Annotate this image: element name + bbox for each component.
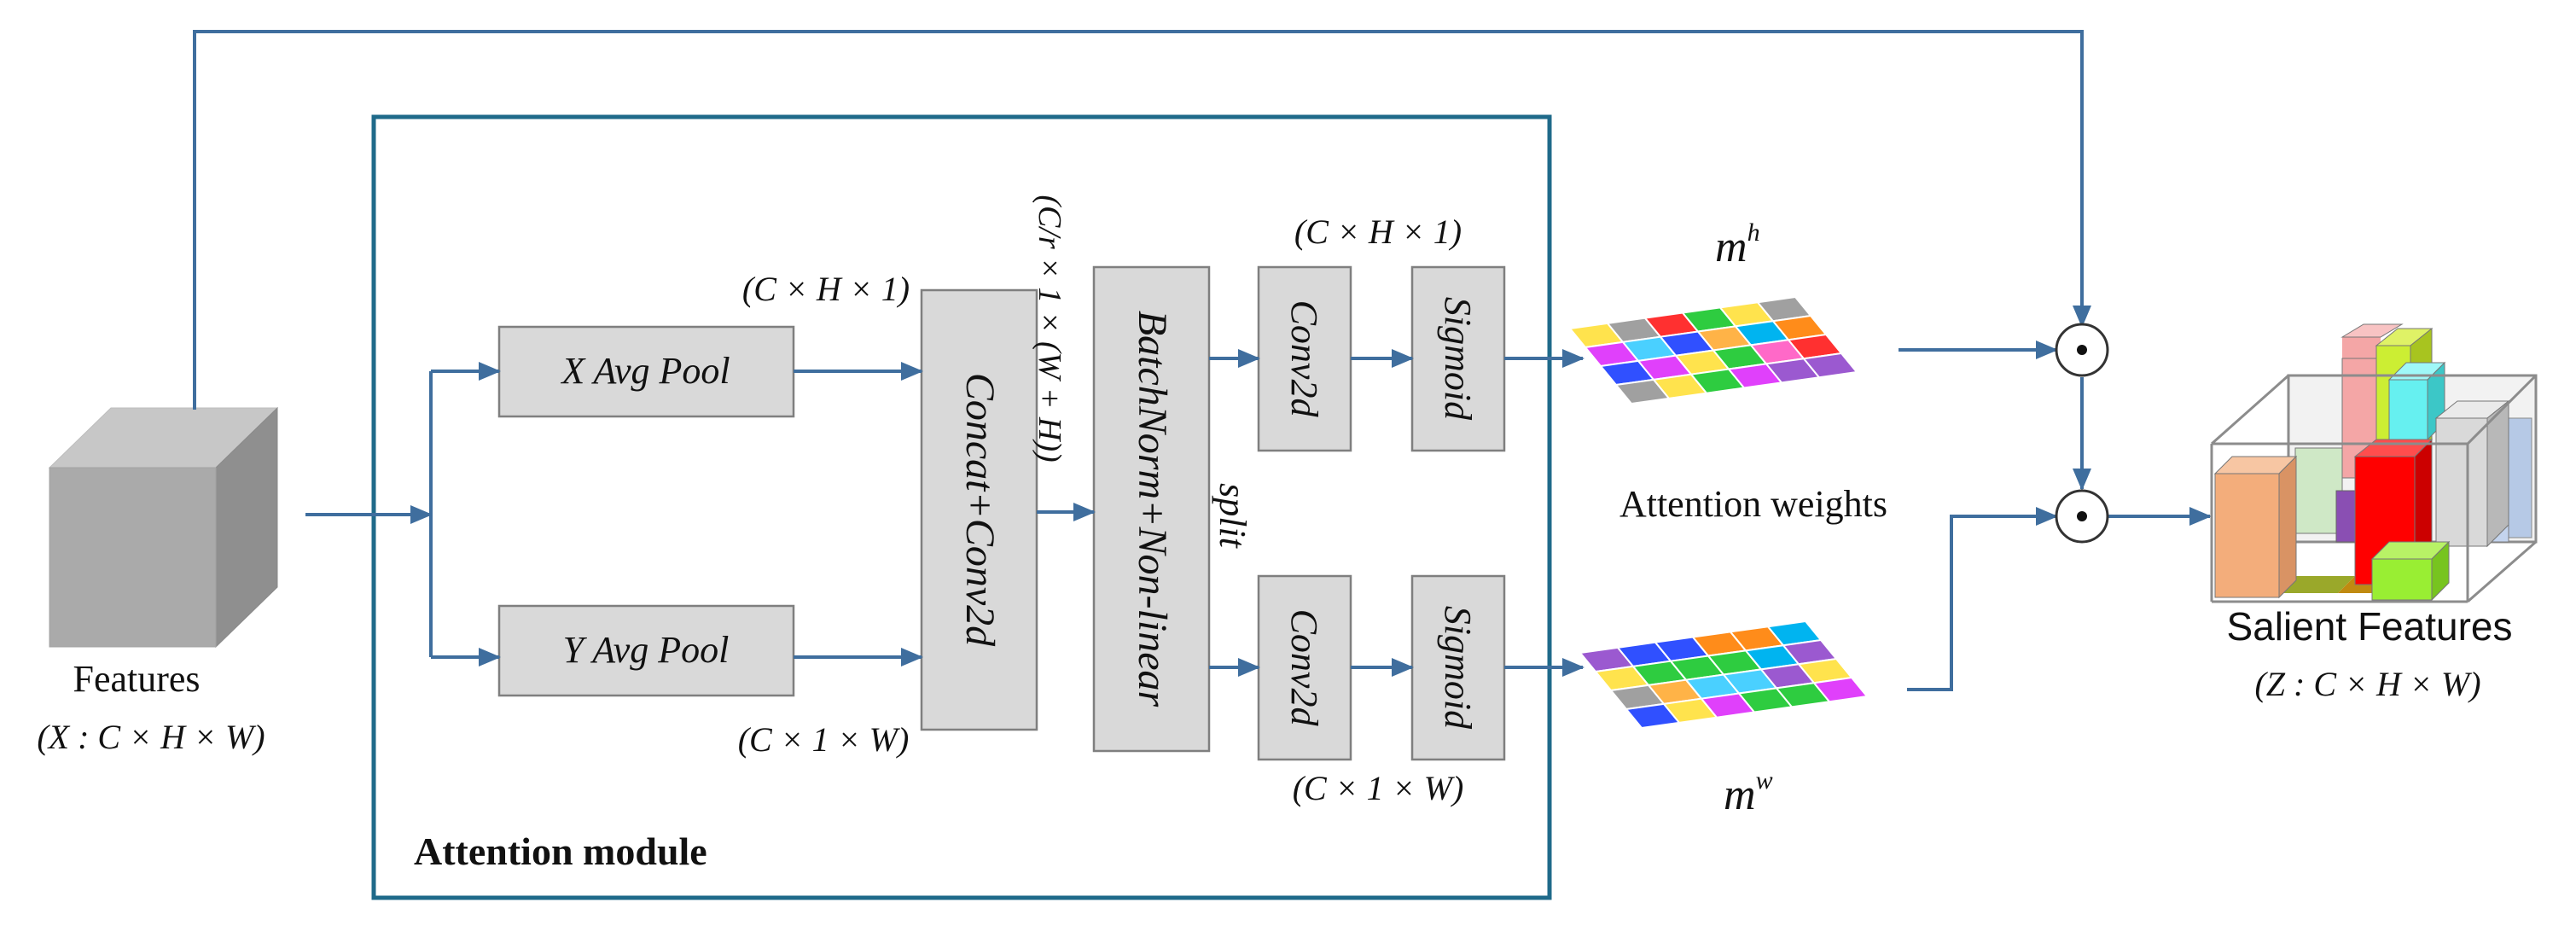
mw-sup: w [1756,766,1773,795]
batchnorm-nonlinear-label: BatchNorm+Non-linear [1130,311,1175,707]
input-feature-cube-icon [48,406,279,649]
output-shape: (Z : C × H × W) [2254,665,2480,703]
x-avg-pool-label: X Avg Pool [560,350,730,392]
concat-conv2d-label: Concat+Conv2d [957,373,1003,647]
attention-weights-label: Attention weights [1619,483,1887,525]
y-pool-out-dim: (C × 1 × W) [738,720,910,759]
output-label: Salient Features [2227,604,2513,649]
y-avg-pool-block: Y Avg Pool [497,604,795,697]
input-shape: (X : C × H × W) [37,718,265,756]
sigmoid-bottom-label: Sigmoid [1437,606,1479,730]
elementwise-product-bottom-icon [2055,489,2109,544]
sigmoid-top-block: Sigmoid [1410,265,1506,452]
sigmoid-top-label: Sigmoid [1437,297,1479,421]
flow-arrows [193,30,2212,691]
mw-base: m [1724,771,1756,819]
y-avg-pool-label: Y Avg Pool [563,629,730,671]
mh-sup: h [1747,218,1760,247]
attention-module-title: Attention module [414,829,707,873]
mw-label: mw [1724,766,1773,819]
split-label: split [1212,483,1253,550]
batchnorm-nonlinear-block: BatchNorm+Non-linear [1092,265,1211,753]
weight-cell [1812,676,1869,703]
conv2d-bottom-label: Conv2d [1283,609,1325,727]
x-pool-out-dim: (C × H × 1) [742,270,910,308]
sigmoid-bottom-block: Sigmoid [1410,574,1506,761]
mh-weights-grid-icon [1568,295,1858,405]
attention-module-frame [371,114,1552,900]
conv2d-top-block: Conv2d [1257,265,1352,452]
conv-bottom-out-dim: (C × 1 × W) [1293,769,1464,807]
weight-cell [1802,352,1858,379]
elementwise-product-top-icon [2055,323,2109,377]
mw-weights-grid-icon [1579,620,1869,730]
concat-conv2d-block: Concat+Conv2d [920,288,1038,731]
mh-label: mh [1715,218,1760,271]
concat-out-dim: (C/r × 1 × (W + H)) [1032,195,1067,462]
conv2d-top-label: Conv2d [1283,300,1325,418]
input-label: Features [73,658,200,700]
salient-features-cube-icon [2210,323,2538,603]
mh-base: m [1715,223,1747,271]
conv-top-out-dim: (C × H × 1) [1294,212,1462,251]
conv2d-bottom-block: Conv2d [1257,574,1352,761]
x-avg-pool-block: X Avg Pool [497,325,795,418]
